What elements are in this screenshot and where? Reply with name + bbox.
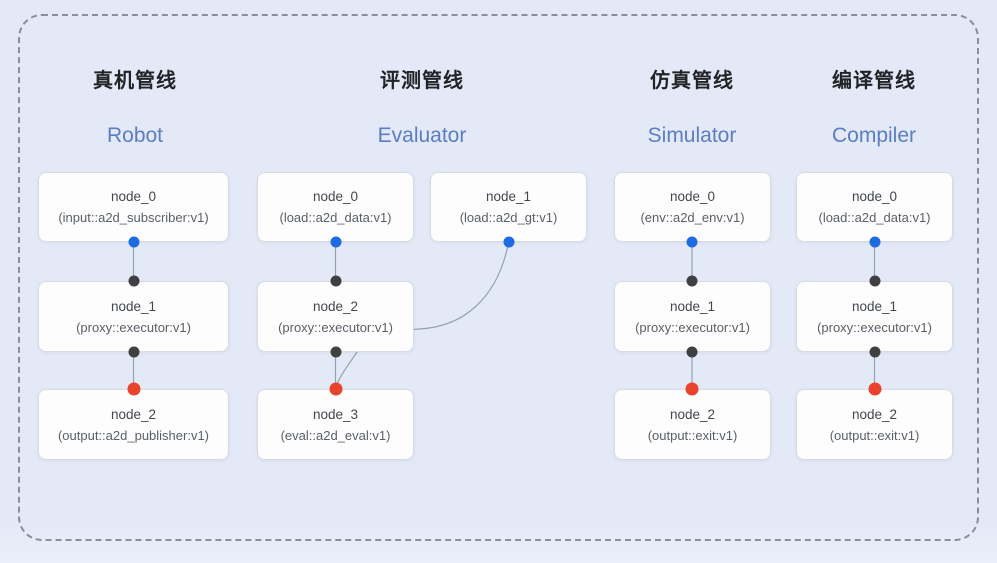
node-subtitle: (proxy::executor:v1) — [278, 319, 393, 335]
node-card-compiler-node0: node_0 (load::a2d_data:v1) — [796, 172, 953, 242]
node-title: node_1 — [669, 298, 716, 314]
node-subtitle: (eval::a2d_eval:v1) — [280, 427, 391, 443]
node-title: node_1 — [110, 298, 157, 314]
proxy-port-dot — [869, 275, 880, 287]
node-subtitle: (proxy::executor:v1) — [635, 319, 750, 335]
proxy-port-dot — [330, 275, 341, 287]
proxy-port-dot — [330, 346, 341, 358]
node-title: node_3 — [312, 406, 359, 422]
output-port-dot — [503, 236, 514, 248]
node-title: node_0 — [669, 189, 716, 204]
node-card-evaluator-node3: node_3 (eval::a2d_eval:v1) — [257, 389, 414, 460]
pipeline-compiler-title-en: Compiler — [831, 124, 917, 147]
node-card-evaluator-node1: node_1 (load::a2d_gt:v1) — [430, 172, 587, 242]
node-card-simulator-node2: node_2 (output::exit:v1) — [614, 389, 771, 460]
node-subtitle: (input::a2d_subscriber:v1) — [58, 210, 209, 225]
output-port-dot — [128, 236, 139, 248]
output-port-dot — [330, 236, 341, 248]
pipeline-evaluator-title-zh: 评测管线 — [380, 70, 464, 92]
node-card-compiler-node1: node_1 (proxy::executor:v1) — [796, 281, 953, 352]
node-title: node_2 — [110, 406, 157, 422]
node-card-simulator-node0: node_0 (env::a2d_env:v1) — [614, 172, 771, 242]
pipeline-simulator-title-zh: 仿真管线 — [650, 70, 734, 92]
pipeline-robot-title-en: Robot — [106, 124, 164, 147]
dashed-panel-border — [18, 14, 979, 541]
node-card-robot-node1: node_1 (proxy::executor:v1) — [38, 281, 229, 352]
node-subtitle: (env::a2d_env:v1) — [640, 210, 745, 225]
node-card-simulator-node1: node_1 (proxy::executor:v1) — [614, 281, 771, 352]
proxy-port-dot — [869, 346, 880, 358]
output-port-dot — [686, 236, 698, 248]
node-title: node_2 — [669, 406, 716, 422]
node-card-robot-node0: node_0 (input::a2d_subscriber:v1) — [38, 172, 229, 242]
input-port-dot — [685, 382, 699, 396]
node-title: node_1 — [485, 189, 532, 204]
node-card-evaluator-node2: node_2 (proxy::executor:v1) — [257, 281, 414, 352]
input-port-dot — [329, 382, 342, 396]
pipeline-robot-title-zh: 真机管线 — [93, 70, 177, 92]
pipeline-compiler-title-zh: 编译管线 — [832, 70, 916, 92]
input-port-dot — [127, 382, 140, 396]
node-title: node_2 — [312, 298, 359, 314]
proxy-port-dot — [128, 346, 139, 358]
node-title: node_0 — [312, 189, 359, 204]
output-port-dot — [869, 236, 880, 248]
pipeline-simulator-title-en: Simulator — [647, 124, 737, 147]
node-subtitle: (load::a2d_gt:v1) — [459, 210, 558, 225]
proxy-port-dot — [128, 275, 139, 287]
node-subtitle: (output::exit:v1) — [829, 427, 920, 443]
node-subtitle: (output::exit:v1) — [647, 427, 738, 443]
proxy-port-dot — [686, 346, 698, 358]
node-title: node_0 — [110, 189, 157, 204]
node-card-compiler-node2: node_2 (output::exit:v1) — [796, 389, 953, 460]
node-subtitle: (proxy::executor:v1) — [817, 319, 932, 335]
pipeline-evaluator-title-en: Evaluator — [377, 124, 467, 147]
node-card-robot-node2: node_2 (output::a2d_publisher:v1) — [38, 389, 229, 460]
node-card-evaluator-node0: node_0 (load::a2d_data:v1) — [257, 172, 414, 242]
node-subtitle: (load::a2d_data:v1) — [279, 210, 392, 225]
node-title: node_0 — [851, 189, 898, 204]
node-subtitle: (output::a2d_publisher:v1) — [57, 427, 210, 443]
input-port-dot — [868, 382, 881, 396]
node-title: node_2 — [851, 406, 898, 422]
node-subtitle: (proxy::executor:v1) — [76, 319, 191, 335]
node-title: node_1 — [851, 298, 898, 314]
proxy-port-dot — [686, 275, 698, 287]
node-subtitle: (load::a2d_data:v1) — [818, 210, 931, 225]
